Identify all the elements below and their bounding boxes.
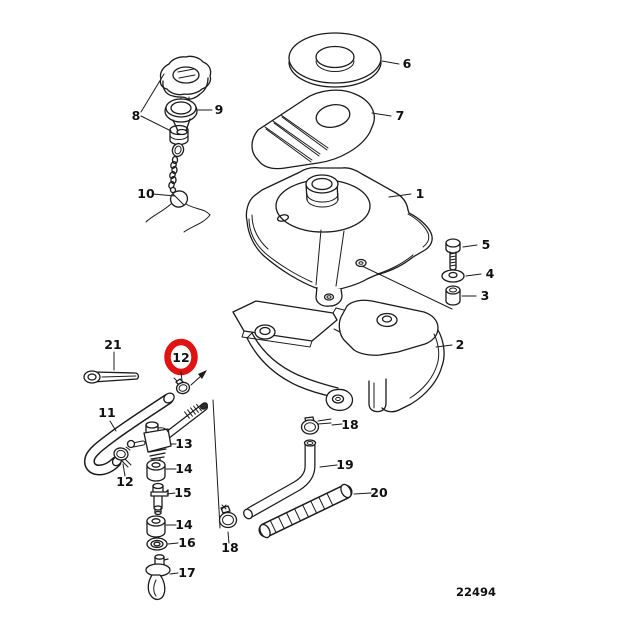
part-label-21[interactable]: 21 [104,337,121,352]
part-13-valve [126,402,208,466]
part-18-clamp-lower [218,504,238,529]
part-label-2[interactable]: 2 [456,337,465,352]
part-21-rod [83,370,140,384]
callout-19: 19 [319,457,354,472]
part-label-9[interactable]: 9 [215,102,224,117]
part-label-19[interactable]: 19 [336,457,353,472]
callout-4: 4 [465,266,495,281]
callout-8: 8 [132,73,172,132]
part-11-hose [84,392,175,476]
callout-18-upper: 18 [331,417,359,432]
part-12-clamp-upper [173,377,191,395]
part-label-1[interactable]: 1 [416,186,425,201]
part-14-bushing-upper [146,459,166,482]
part-label-3[interactable]: 3 [481,288,490,303]
part-14-bushing-lower [146,515,166,538]
part-label-18-upper[interactable]: 18 [341,417,358,432]
part-12-clamp-lower [113,446,132,468]
callout-16: 16 [167,535,196,550]
part-9-gasket [164,98,198,136]
part-16-washer [146,537,168,551]
callout-18-lower: 18 [221,531,239,555]
callout-20: 20 [353,485,388,500]
part-7-pad [251,89,375,170]
part-label-20[interactable]: 20 [370,485,388,500]
reference-line [212,399,221,529]
callout-6: 6 [381,56,412,71]
callout-21: 21 [104,337,122,371]
part-19-tube [243,439,317,520]
direction-arrow [190,370,207,386]
part-label-10[interactable]: 10 [137,186,155,201]
drawing-number: 22494 [456,585,496,599]
part-18-clamp-upper [300,416,332,435]
part-label-14-upper[interactable]: 14 [175,461,193,476]
callout-2: 2 [435,337,465,352]
part-6-ring [288,32,382,88]
part-3-spacer [445,285,461,306]
callout-17: 17 [169,565,196,580]
callout-3: 3 [461,288,490,303]
part-15-fitting [150,482,169,516]
part-label-12-highlighted[interactable]: 12 [172,350,189,365]
part-label-18-lower[interactable]: 18 [221,540,238,555]
part-17-elbow-fitting [145,554,171,601]
part-1-fuel-tank [245,166,433,307]
callout-12-highlighted: 12 [172,350,190,382]
part-label-11[interactable]: 11 [98,405,115,420]
callout-11: 11 [98,405,117,432]
callout-15: 15 [166,485,192,500]
part-label-15[interactable]: 15 [174,485,191,500]
part-label-12-lower[interactable]: 12 [116,474,133,489]
part-label-8[interactable]: 8 [132,108,141,123]
callout-7: 7 [371,108,405,123]
part-label-13[interactable]: 13 [175,436,192,451]
part-label-6[interactable]: 6 [403,56,412,71]
callout-14-upper: 14 [165,461,193,476]
callout-14-lower: 14 [165,517,193,532]
leader-tank-fasteners [361,265,453,310]
part-label-17[interactable]: 17 [178,565,195,580]
part-label-4[interactable]: 4 [486,266,495,281]
callout-12-lower: 12 [116,463,134,489]
part-label-5[interactable]: 5 [482,237,491,252]
callout-1: 1 [388,186,425,201]
callout-13: 13 [170,436,193,451]
part-label-7[interactable]: 7 [396,108,405,123]
part-label-14-lower[interactable]: 14 [175,517,193,532]
callout-9: 9 [197,102,224,117]
part-5-bolt [445,238,461,271]
part-2-bracket [232,299,445,413]
callout-5: 5 [462,237,491,252]
part-label-16[interactable]: 16 [178,535,196,550]
part-20-hose [258,483,353,539]
part-10-chain [145,142,211,233]
part-4-washer [441,269,465,283]
callout-10: 10 [137,186,176,201]
